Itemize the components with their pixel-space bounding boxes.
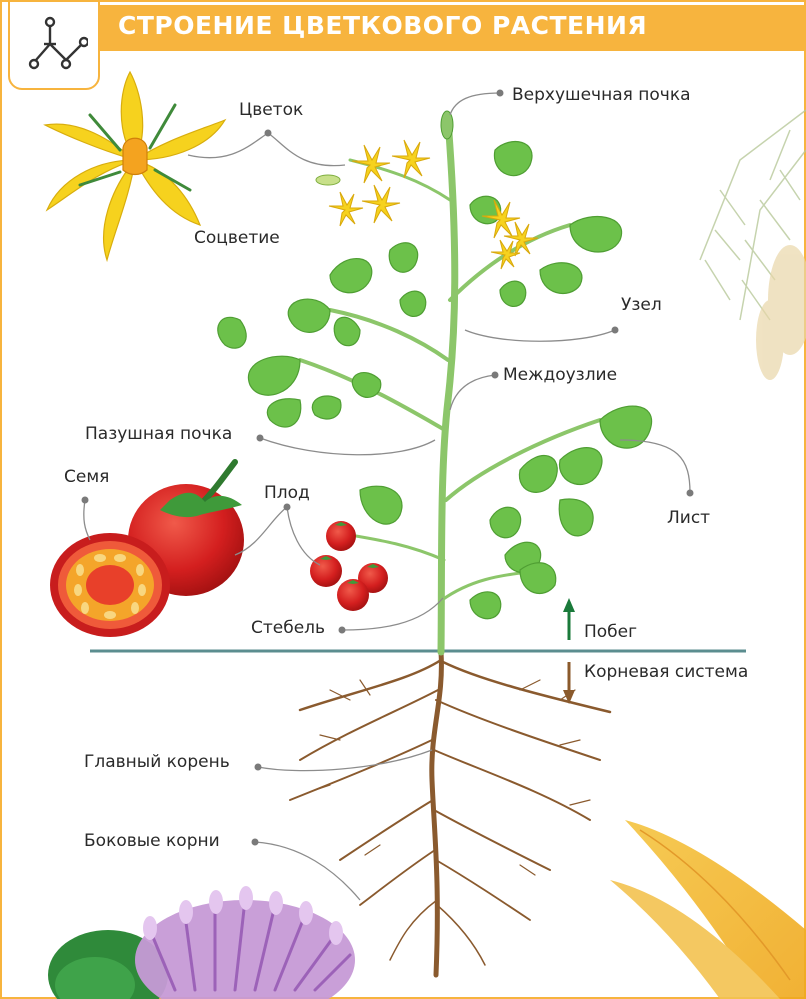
label-apical-bud: Верхушечная почка xyxy=(512,85,691,105)
header-logo xyxy=(8,0,100,90)
label-main-root: Главный корень xyxy=(84,752,230,772)
label-internode: Междоузлие xyxy=(503,365,617,385)
shoot-arrow xyxy=(563,598,575,640)
label-lateral-roots: Боковые корни xyxy=(84,831,220,851)
background-wheat xyxy=(610,820,806,999)
label-shoot: Побег xyxy=(584,622,637,642)
label-flower: Цветок xyxy=(239,100,303,120)
label-fruit: Плод xyxy=(264,483,310,503)
label-node: Узел xyxy=(621,295,662,315)
root-arrow xyxy=(563,662,575,704)
label-axillary-bud: Пазушная почка xyxy=(85,424,232,444)
label-seed: Семя xyxy=(64,467,109,487)
background-clover xyxy=(48,886,355,999)
plant-tomatoes xyxy=(310,521,388,611)
molecule-icon xyxy=(24,14,88,78)
plant-flower-bud xyxy=(316,175,340,185)
apical-bud xyxy=(441,111,453,139)
label-inflorescence: Соцветие xyxy=(194,228,280,248)
label-stem: Стебель xyxy=(251,618,325,638)
page-title: СТРОЕНИЕ ЦВЕТКОВОГО РАСТЕНИЯ xyxy=(118,11,647,40)
large-tomato-cut xyxy=(50,533,170,637)
label-leaf: Лист xyxy=(667,508,710,528)
label-root-system: Корневая система xyxy=(584,662,748,682)
header: СТРОЕНИЕ ЦВЕТКОВОГО РАСТЕНИЯ xyxy=(0,0,806,62)
